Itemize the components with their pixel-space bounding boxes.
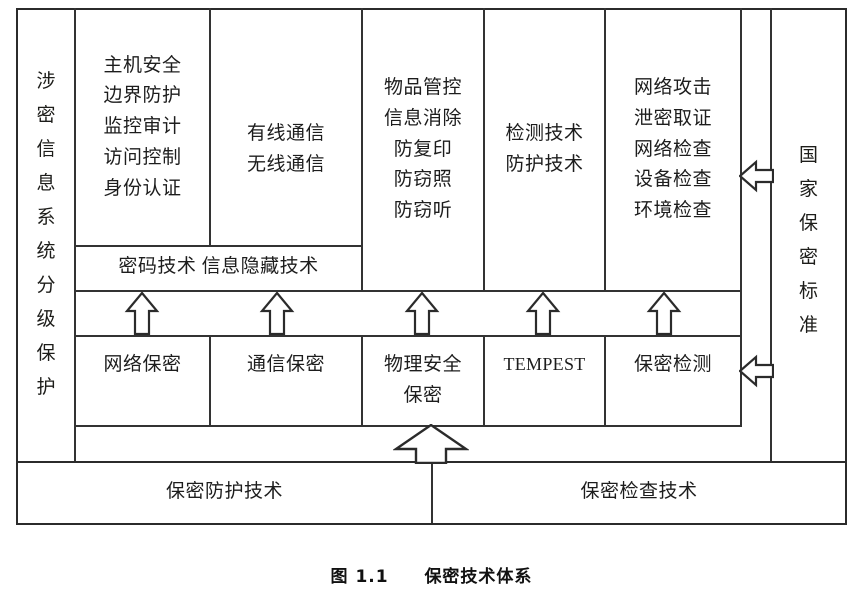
cell-line: 保密 [403,384,443,406]
right-axis-label: 国 家 保 密 标 准 [772,95,845,385]
grid-line-bottomrow-top [74,335,742,337]
arrow-up-tempest-icon [525,292,561,335]
arrow-left-standards-bottom-icon [739,354,774,388]
right-axis-char: 标 [798,280,818,302]
right-axis-char: 密 [798,246,818,268]
cell-line: 检测技术 [505,123,584,145]
cell-physical-control-group: 物品管控 信息消除 防复印 防窃照 防窃听 [363,10,483,290]
left-axis-char: 密 [36,105,56,126]
arrow-up-secrecy-detection-icon [646,292,682,335]
left-axis-char: 统 [36,241,56,262]
cell-line: 保密检测 [633,354,712,375]
grid-line-right-label [770,8,772,461]
grid-line-col4-col5 [604,8,606,290]
right-axis-char: 保 [798,212,818,234]
grid-line-b3-b4 [483,335,485,425]
left-axis-char: 涉 [36,71,56,92]
arrow-up-communication-secrecy-icon [259,292,295,335]
figure-caption-number: 图 1.1 [330,567,389,587]
cell-protection-technology: 保密防护技术 [18,463,431,522]
cell-line: 防复印 [393,138,453,160]
arrow-left-standards-top-icon [739,159,774,193]
arrow-up-foundation-icon [393,424,469,464]
cell-crypto-hiding-band: 密码技术 信息隐藏技术 [76,246,361,289]
grid-line-b2-b3 [361,335,363,425]
cell-line: 信息消除 [383,107,462,129]
cell-inspection-group: 网络攻击 泄密取证 网络检查 设备检查 环境检查 [606,10,740,290]
grid-line-left-outer [16,8,18,523]
cell-line: 监控审计 [103,116,182,138]
left-axis-char: 保 [36,343,56,364]
grid-line-tech-right [740,8,742,425]
cell-line: 访问控制 [103,146,182,168]
cell-line: 保密检查技术 [580,481,698,503]
cell-tempest: TEMPEST [485,336,604,424]
grid-line-left-label [74,8,76,461]
cell-line: 物理安全 [383,354,462,375]
grid-line-bottom [16,523,847,525]
cell-line: 防窃照 [393,169,453,191]
grid-line-foundation-split [431,461,433,523]
cell-communication-group: 有线通信 无线通信 [211,10,361,290]
cell-line: 通信保密 [246,354,325,375]
cell-line: 保密防护技术 [165,481,283,503]
arrow-up-physical-security-icon [404,292,440,335]
grid-line-top [16,8,847,10]
grid-line-col2-col3 [361,8,363,290]
cell-line: 防护技术 [505,154,584,175]
grid-line-right-outer [845,8,847,523]
cell-line: 密码技术 信息隐藏技术 [118,256,319,278]
cell-line: 物品管控 [383,77,462,99]
left-axis-char: 级 [36,309,56,330]
grid-line-crypto-bottom [74,290,742,292]
cell-line: 主机安全 [103,54,182,76]
cell-line: 设备检查 [633,169,712,191]
left-axis-label: 涉 密 信 息 系 统 分 级 保 护 [18,10,74,459]
cell-line: 网络保密 [103,354,182,375]
cell-secrecy-detection: 保密检测 [606,336,740,424]
figure-caption: 图 1.1 保密技术体系 [0,562,863,587]
cell-line: 泄密取证 [633,107,712,129]
cell-line: 环境检查 [633,200,712,222]
grid-line-b4-b5 [604,335,606,425]
cell-line: 防窃听 [393,200,453,222]
grid-line-col1-col2 [209,8,211,245]
right-axis-char: 准 [798,314,818,336]
cell-communication-secrecy: 通信保密 [211,336,361,424]
cell-line: 有线通信 [246,123,325,145]
cell-network-secrecy: 网络保密 [76,336,209,424]
cell-line: 无线通信 [246,154,325,175]
figure-caption-title: 保密技术体系 [424,567,533,587]
left-axis-char: 信 [36,139,56,160]
cell-line: 网络检查 [633,138,712,160]
grid-line-col3-col4 [483,8,485,290]
grid-line-bottomrow-bottom [74,425,742,427]
cell-line: 边界防护 [103,85,182,107]
cell-detection-protection-group: 检测技术 防护技术 [485,10,604,290]
left-axis-char: 护 [36,377,56,398]
cell-line: 身份认证 [103,177,182,199]
right-axis-char: 家 [798,178,818,200]
right-axis-char: 国 [798,144,818,166]
grid-line-gap-left [74,425,76,461]
left-axis-char: 分 [36,275,56,296]
cell-host-security-group: 主机安全 边界防护 监控审计 访问控制 身份认证 [76,10,209,245]
grid-line-b1-b2 [209,335,211,425]
arrow-up-network-secrecy-icon [124,292,160,335]
cell-line: 网络攻击 [633,77,712,99]
left-axis-char: 系 [36,207,56,228]
cell-line: TEMPEST [503,354,586,374]
cell-physical-security-secrecy: 物理安全 保密 [363,336,483,424]
cell-inspection-technology: 保密检查技术 [433,463,845,522]
left-axis-char: 息 [36,173,56,194]
grid-line-crypto-top [74,245,362,247]
